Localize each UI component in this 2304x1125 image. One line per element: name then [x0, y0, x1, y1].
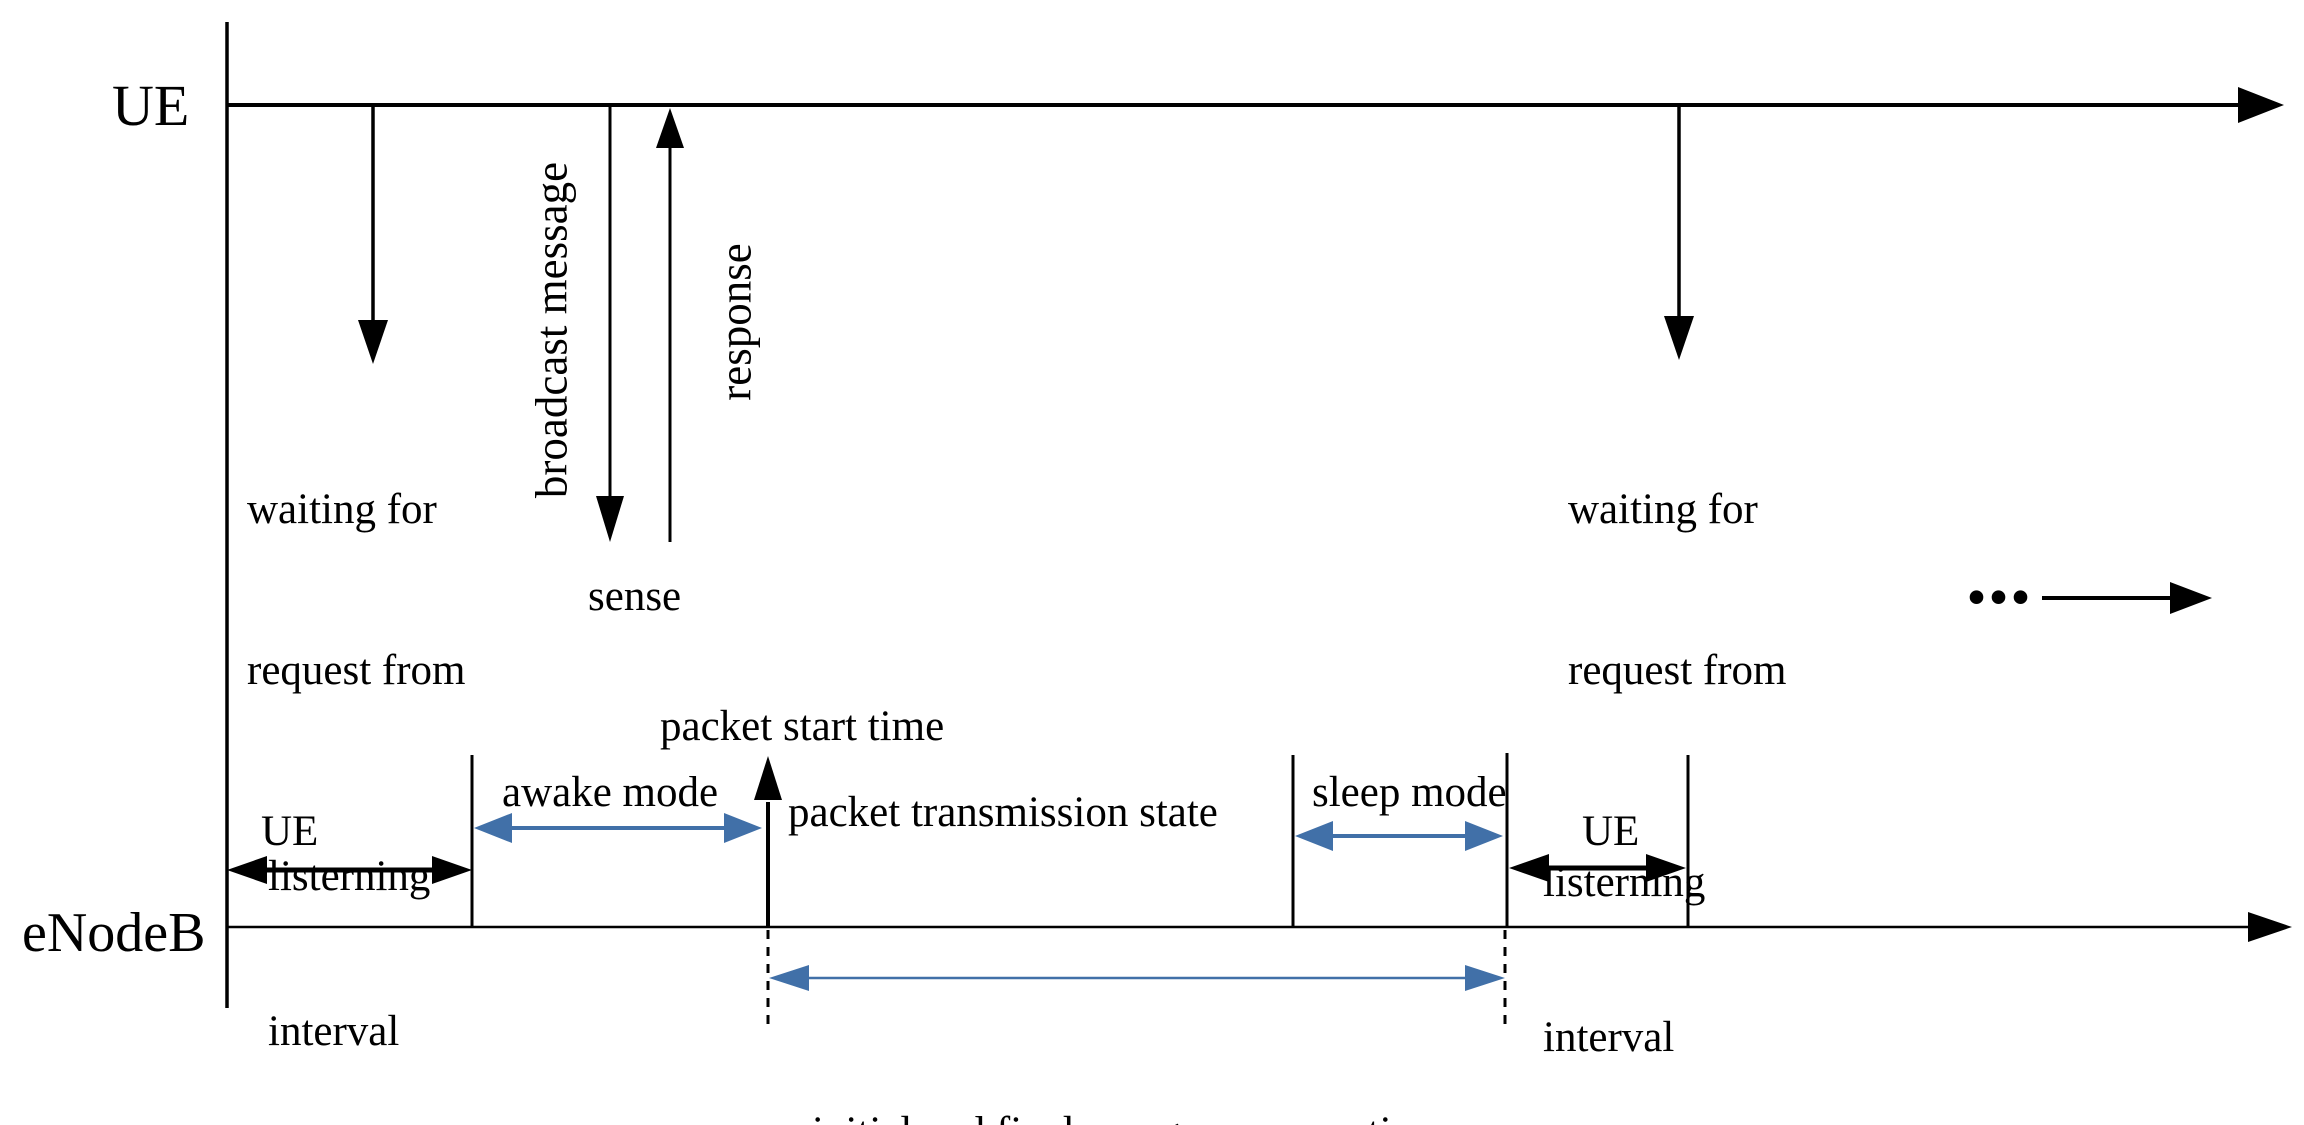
listerning-interval-label-1-line2: interval — [268, 1007, 400, 1055]
packet-start-arrow — [754, 756, 782, 927]
ellipsis-dots: ... — [1966, 529, 2032, 622]
continuation-arrow — [2042, 582, 2212, 614]
packet-start-time-label: packet start time — [660, 703, 945, 750]
broadcast-message-label: broadcast message — [526, 161, 577, 499]
listerning-interval-arrow-2 — [1509, 854, 1686, 882]
waiting-label-2-line3: UE — [1582, 808, 1640, 855]
waiting-label-2-line1: waiting for — [1568, 485, 1758, 533]
listerning-interval-label-2-line2: interval — [1543, 1013, 1675, 1061]
ue-actor-label: UE — [112, 73, 190, 138]
sense-label: sense — [588, 573, 682, 620]
enodeb-lifeline — [227, 912, 2292, 942]
sleep-mode-label: sleep mode — [1312, 769, 1507, 816]
sleep-mode-arrow — [1295, 821, 1503, 851]
listerning-interval-arrow-1 — [227, 856, 472, 884]
packet-transmission-state-label: packet transmission state — [788, 789, 1218, 836]
waiting-arrow-2 — [1664, 105, 1694, 360]
enodeb-actor-label: eNodeB — [22, 902, 206, 964]
listerning-interval-label-2: listerning interval — [1543, 754, 1705, 1125]
listerning-interval-label-1-line1: listerning — [268, 853, 431, 901]
waiting-label-2-line2: request from — [1568, 646, 1787, 694]
ue-lifeline — [227, 87, 2284, 123]
response-arrow — [656, 108, 684, 542]
awake-mode-arrow — [474, 813, 762, 843]
response-label: response — [710, 243, 761, 401]
energy-computation-label: initial and final energy consumption com… — [812, 998, 1435, 1125]
listerning-interval-label-2-line1: listerning — [1543, 859, 1706, 907]
awake-mode-label: awake mode — [502, 769, 719, 816]
waiting-label-1: waiting for request from UE — [247, 375, 466, 966]
broadcast-message-arrow — [596, 107, 624, 542]
waiting-label-2: waiting for request from UE — [1568, 375, 1787, 966]
waiting-label-1-line1: waiting for — [247, 485, 437, 533]
energy-computation-label-line1: initial and final energy consumption — [812, 1106, 1435, 1125]
waiting-arrow-1 — [358, 107, 388, 364]
energy-span-arrow — [769, 965, 1505, 991]
listerning-interval-label-1: listerning interval — [268, 748, 430, 1125]
waiting-label-1-line3: UE — [261, 808, 319, 855]
waiting-label-1-line2: request from — [247, 646, 466, 694]
